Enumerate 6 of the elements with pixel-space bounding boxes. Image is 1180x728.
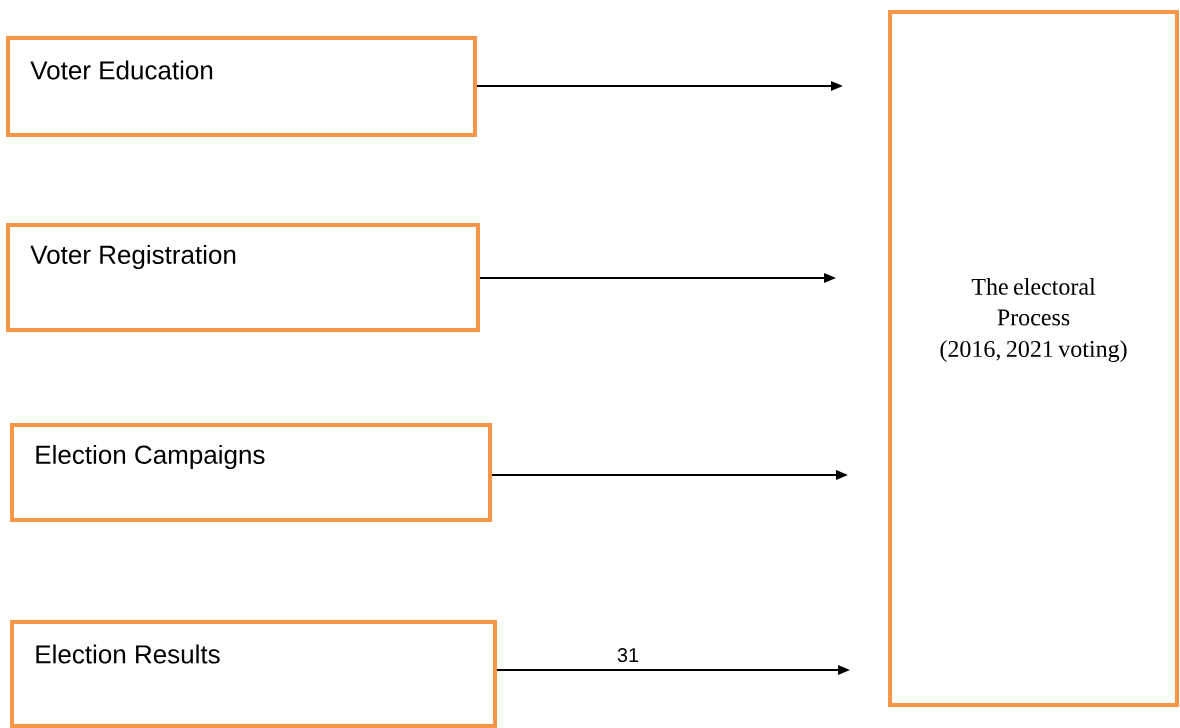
input-box: Election Campaigns xyxy=(10,423,492,522)
input-box: Voter Education xyxy=(6,35,477,138)
input-box: Election Results xyxy=(10,620,497,728)
input-box: Voter Registration xyxy=(6,222,480,333)
process-box: The electoral Process (2016, 2021 voting) xyxy=(888,9,1179,708)
page-number: 31 xyxy=(617,647,639,663)
